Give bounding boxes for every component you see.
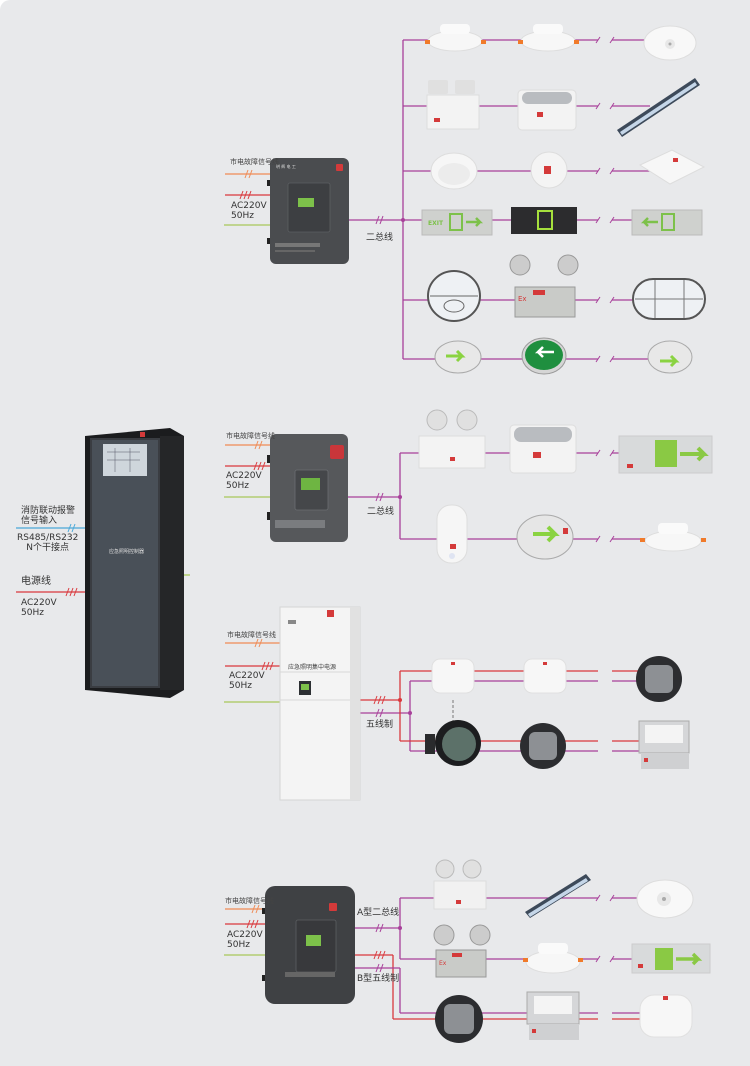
fixture-ceiling-light-with-sensor bbox=[636, 879, 694, 919]
svg-text:EXIT: EXIT bbox=[428, 220, 444, 227]
fixture-floor-marker-green bbox=[521, 337, 567, 375]
s3-five-wire-label: 五线制 bbox=[366, 720, 394, 730]
fixtures: EXIT Ex bbox=[418, 24, 713, 1043]
fixture-exit-sign-right-arrow: EXIT bbox=[421, 209, 493, 236]
line-break-marks bbox=[595, 36, 615, 963]
s4-power-label: AC220V 50Hz bbox=[227, 930, 263, 951]
fixture-explosion-proof-twin-spot: Ex bbox=[509, 254, 579, 318]
fixture-exit-sign-left-arrow bbox=[631, 209, 703, 236]
s3-power-label: AC220V 50Hz bbox=[229, 671, 265, 692]
fixture-explosion-proof-oval-light bbox=[632, 278, 706, 320]
fixture-twin-spot-emergency-light bbox=[433, 859, 487, 910]
comm-label: RS485/RS232 N个干接点 bbox=[17, 533, 79, 554]
section1-controller: 明 辉 电 工 bbox=[267, 158, 349, 264]
section4-controller bbox=[262, 886, 355, 1004]
power-line-label: 电源线 bbox=[21, 576, 51, 587]
s1-signal-label: 市电故障信号线 bbox=[230, 158, 279, 166]
fixture-wall-emergency-light bbox=[509, 424, 577, 474]
fixture-floor-marker-arrow bbox=[516, 514, 574, 560]
fixture-exit-sign-right-arrow bbox=[631, 943, 711, 974]
fixture-round-ceiling-light bbox=[431, 658, 475, 694]
fixture-wall-sconce-with-sensor bbox=[436, 504, 468, 564]
s1-power-label: AC220V 50Hz bbox=[231, 201, 267, 222]
main-cabinet-title: 应急照明控制器 bbox=[109, 549, 145, 555]
fixture-recessed-downlight bbox=[523, 943, 583, 974]
fixture-wall-emergency-light bbox=[517, 89, 577, 131]
svg-text:明 辉 电 工: 明 辉 电 工 bbox=[276, 163, 296, 169]
fixture-linear-tube-light bbox=[617, 78, 700, 137]
fixture-led-flood-light bbox=[638, 720, 690, 769]
fixture-exit-sign-black bbox=[511, 207, 577, 234]
fixture-round-ceiling-light bbox=[523, 658, 567, 694]
main-cabinet-wiring bbox=[16, 523, 190, 597]
fixture-explosion-proof-round-light bbox=[427, 270, 481, 322]
fixture-ufo-high-bay-light bbox=[636, 656, 682, 702]
b-type-five-wire-label: B型五线制 bbox=[357, 974, 400, 984]
fixture-explosion-proof-twin-spot: Ex bbox=[433, 924, 491, 978]
fixture-round-wall-emergency-light bbox=[530, 151, 568, 189]
fixture-round-ceiling-light bbox=[639, 994, 693, 1038]
section3-power-cabinet bbox=[279, 606, 361, 801]
section2-controller bbox=[267, 434, 348, 542]
fire-signal-label: 消防联动报警 信号输入 bbox=[21, 506, 76, 527]
fixture-recessed-downlight bbox=[425, 24, 486, 52]
fixture-ceiling-light-with-sensor bbox=[643, 25, 697, 61]
fixture-floor-marker-arrow bbox=[434, 340, 482, 374]
fixture-twin-spot-emergency-light bbox=[418, 409, 486, 469]
main-power-spec: AC220V 50Hz bbox=[21, 598, 57, 619]
fixture-recessed-downlight bbox=[518, 24, 579, 52]
fixture-round-bulkhead-light bbox=[430, 152, 478, 190]
s2-signal-label: 市电故障信号线 bbox=[226, 432, 275, 440]
fixture-twin-spot-emergency-light bbox=[426, 80, 480, 130]
s2-power-label: AC220V 50Hz bbox=[226, 471, 262, 492]
s3-signal-label: 市电故障信号线 bbox=[227, 631, 276, 639]
fixture-high-bay-projector-light bbox=[425, 720, 481, 766]
fixture-exit-sign-right-arrow bbox=[618, 435, 713, 474]
svg-text:Ex: Ex bbox=[518, 295, 527, 303]
a-type-bus-label: A型二总线 bbox=[357, 908, 400, 918]
fixture-recessed-downlight bbox=[640, 523, 706, 552]
s4-signal-label: 市电故障信号线 bbox=[225, 897, 274, 905]
s3-device-title: 应急照明集中电源 bbox=[288, 664, 337, 671]
fixture-square-ceiling-light bbox=[638, 149, 706, 185]
s2-bus-label: 二总线 bbox=[367, 507, 395, 517]
fixture-ufo-high-bay-light bbox=[435, 995, 483, 1043]
fixture-floor-marker-arrow-2 bbox=[647, 340, 693, 374]
fixture-led-flood-light bbox=[526, 991, 580, 1040]
s1-bus-label: 二总线 bbox=[366, 233, 394, 243]
main-control-cabinet bbox=[85, 428, 184, 698]
fixture-linear-tube-light bbox=[525, 874, 591, 918]
fixture-ufo-high-bay-light bbox=[520, 723, 566, 769]
svg-text:Ex: Ex bbox=[439, 960, 447, 967]
